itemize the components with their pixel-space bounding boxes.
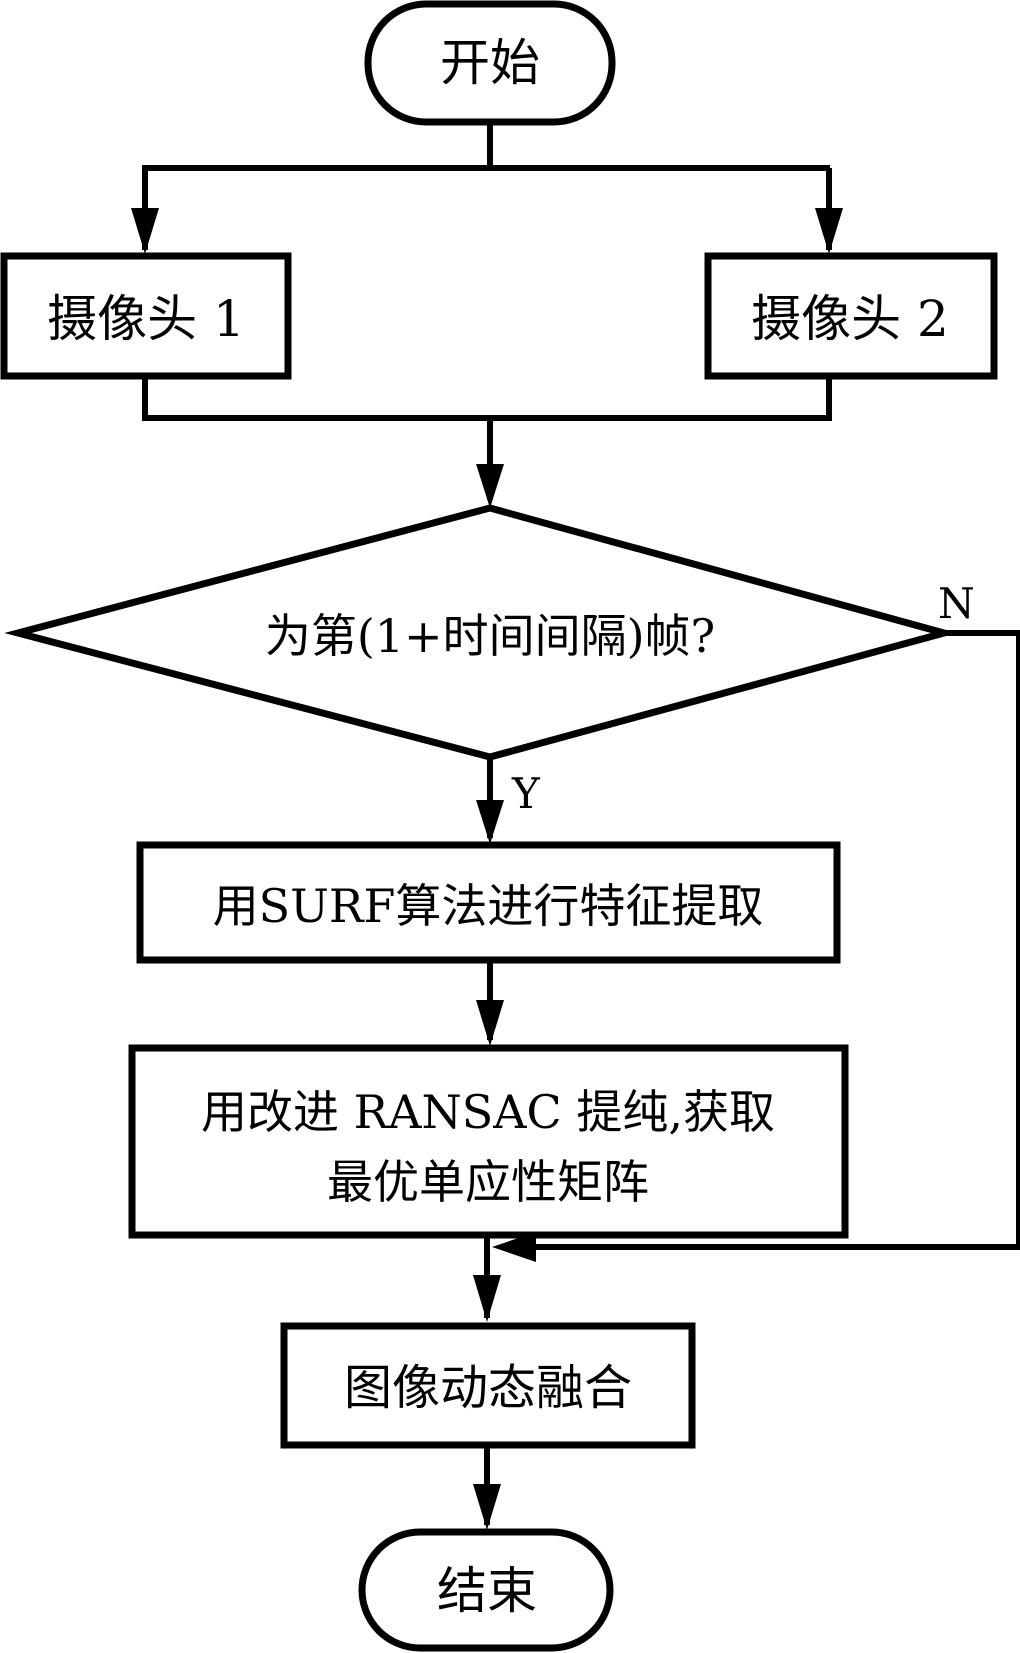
arrow-to-ransac [476, 960, 504, 1046]
end-node: 结束 [358, 1528, 614, 1652]
camera2-box [704, 252, 998, 380]
arrow-to-end [473, 1445, 501, 1530]
arrowhead [476, 464, 504, 508]
fusion-box [280, 1322, 696, 1449]
start-node: 开始 [364, 0, 616, 126]
no-label: N [938, 579, 975, 628]
ransac-label-line1: 用改进 RANSAC 提纯,获取 [201, 1085, 775, 1139]
connector-start-split [142, 122, 830, 171]
end-label: 结束 [437, 1562, 537, 1620]
surf-node: 用SURF算法进行特征提取 [136, 841, 841, 964]
arrowhead [476, 1000, 504, 1046]
ransac-label-line2: 最优单应性矩阵 [327, 1155, 649, 1209]
camera2-label: 摄像头 2 [751, 290, 949, 348]
fusion-node: 图像动态融合 [280, 1322, 696, 1449]
arrow-to-fusion [473, 1235, 501, 1322]
arrow-to-decision [476, 418, 504, 508]
yes-branch: Y [476, 757, 541, 844]
arrowhead [815, 208, 843, 254]
surf-label: 用SURF算法进行特征提取 [213, 879, 764, 933]
arrowhead [131, 208, 159, 254]
camera1-label: 摄像头 1 [47, 290, 245, 348]
arrow-to-camera1 [131, 168, 159, 254]
camera1-node: 摄像头 1 [0, 252, 292, 380]
end-shape [358, 1528, 614, 1652]
fusion-label: 图像动态融合 [344, 1360, 632, 1416]
start-label: 开始 [440, 34, 540, 92]
yes-label: Y [511, 769, 541, 818]
arrowhead [473, 1275, 501, 1322]
connector-merge [142, 376, 832, 421]
arrowhead [473, 1484, 501, 1530]
ransac-node: 用改进 RANSAC 提纯,获取 最优单应性矩阵 [128, 1044, 849, 1239]
surf-box [136, 841, 841, 964]
arrowhead [476, 800, 504, 844]
arrowhead [492, 1232, 536, 1262]
arrow-to-camera2 [815, 168, 843, 254]
no-branch: N [492, 579, 1020, 1262]
camera2-node: 摄像头 2 [704, 252, 998, 380]
decision-node: 为第(1+时间间隔)帧? [4, 504, 958, 761]
ransac-box [128, 1044, 849, 1239]
decision-label: 为第(1+时间间隔)帧? [265, 609, 715, 663]
